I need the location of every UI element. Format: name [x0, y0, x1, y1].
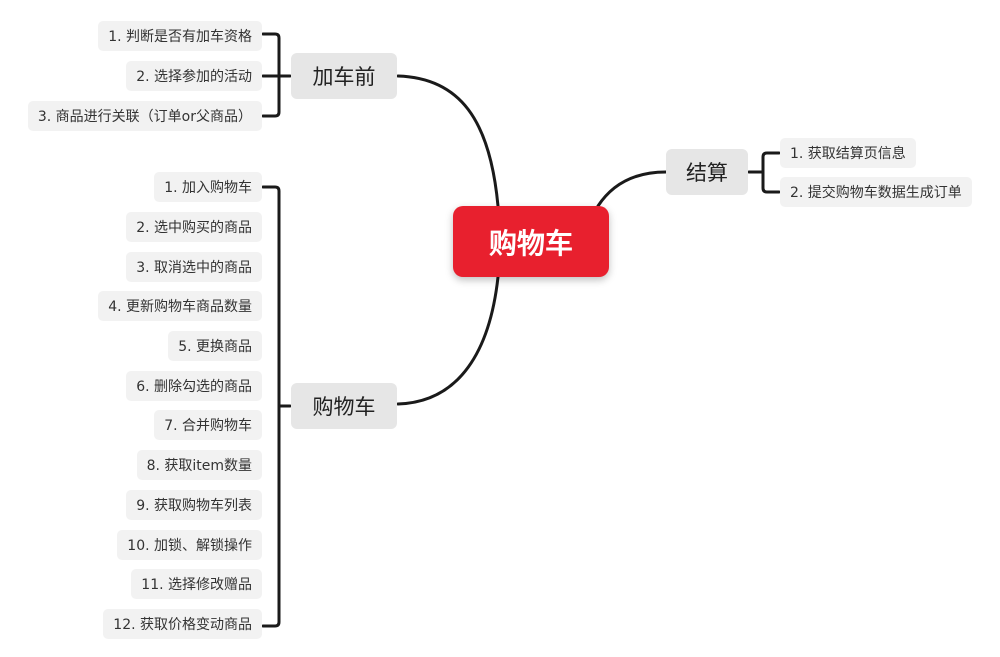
leaf-cart-11[interactable]: 11. 选择修改赠品: [131, 569, 262, 599]
leaf-before-add-3[interactable]: 3. 商品进行关联（订单or父商品）: [27, 101, 262, 131]
branch-checkout[interactable]: 结算: [666, 149, 748, 195]
leaf-cart-9[interactable]: 9. 获取购物车列表: [126, 490, 262, 520]
leaf-cart-4[interactable]: 4. 更新购物车商品数量: [98, 291, 262, 321]
leaf-checkout-2[interactable]: 2. 提交购物车数据生成订单: [780, 177, 972, 207]
bracket-checkout: [747, 151, 781, 194]
leaf-cart-1[interactable]: 1. 加入购物车: [154, 172, 262, 202]
leaf-checkout-1[interactable]: 1. 获取结算页信息: [780, 138, 916, 168]
leaf-cart-2[interactable]: 2. 选中购买的商品: [126, 212, 262, 242]
leaf-cart-5[interactable]: 5. 更换商品: [168, 331, 262, 361]
leaf-cart-7[interactable]: 7. 合并购物车: [154, 410, 262, 440]
branch-before-add[interactable]: 加车前: [291, 53, 397, 99]
link-root-checkout: [596, 170, 668, 208]
leaf-cart-12[interactable]: 12. 获取价格变动商品: [103, 609, 262, 639]
leaf-cart-10[interactable]: 10. 加锁、解锁操作: [117, 530, 262, 560]
leaf-cart-3[interactable]: 3. 取消选中的商品: [126, 252, 262, 282]
link-root-before-add: [396, 74, 500, 208]
bracket-cart: [261, 185, 292, 628]
bracket-before-add: [261, 32, 292, 118]
link-root-cart: [396, 275, 500, 406]
leaf-cart-8[interactable]: 8. 获取item数量: [136, 450, 262, 480]
branch-cart[interactable]: 购物车: [291, 383, 397, 429]
root-node[interactable]: 购物车: [453, 206, 609, 277]
leaf-cart-6[interactable]: 6. 删除勾选的商品: [126, 371, 262, 401]
leaf-before-add-2[interactable]: 2. 选择参加的活动: [126, 61, 262, 91]
leaf-before-add-1[interactable]: 1. 判断是否有加车资格: [98, 21, 262, 51]
